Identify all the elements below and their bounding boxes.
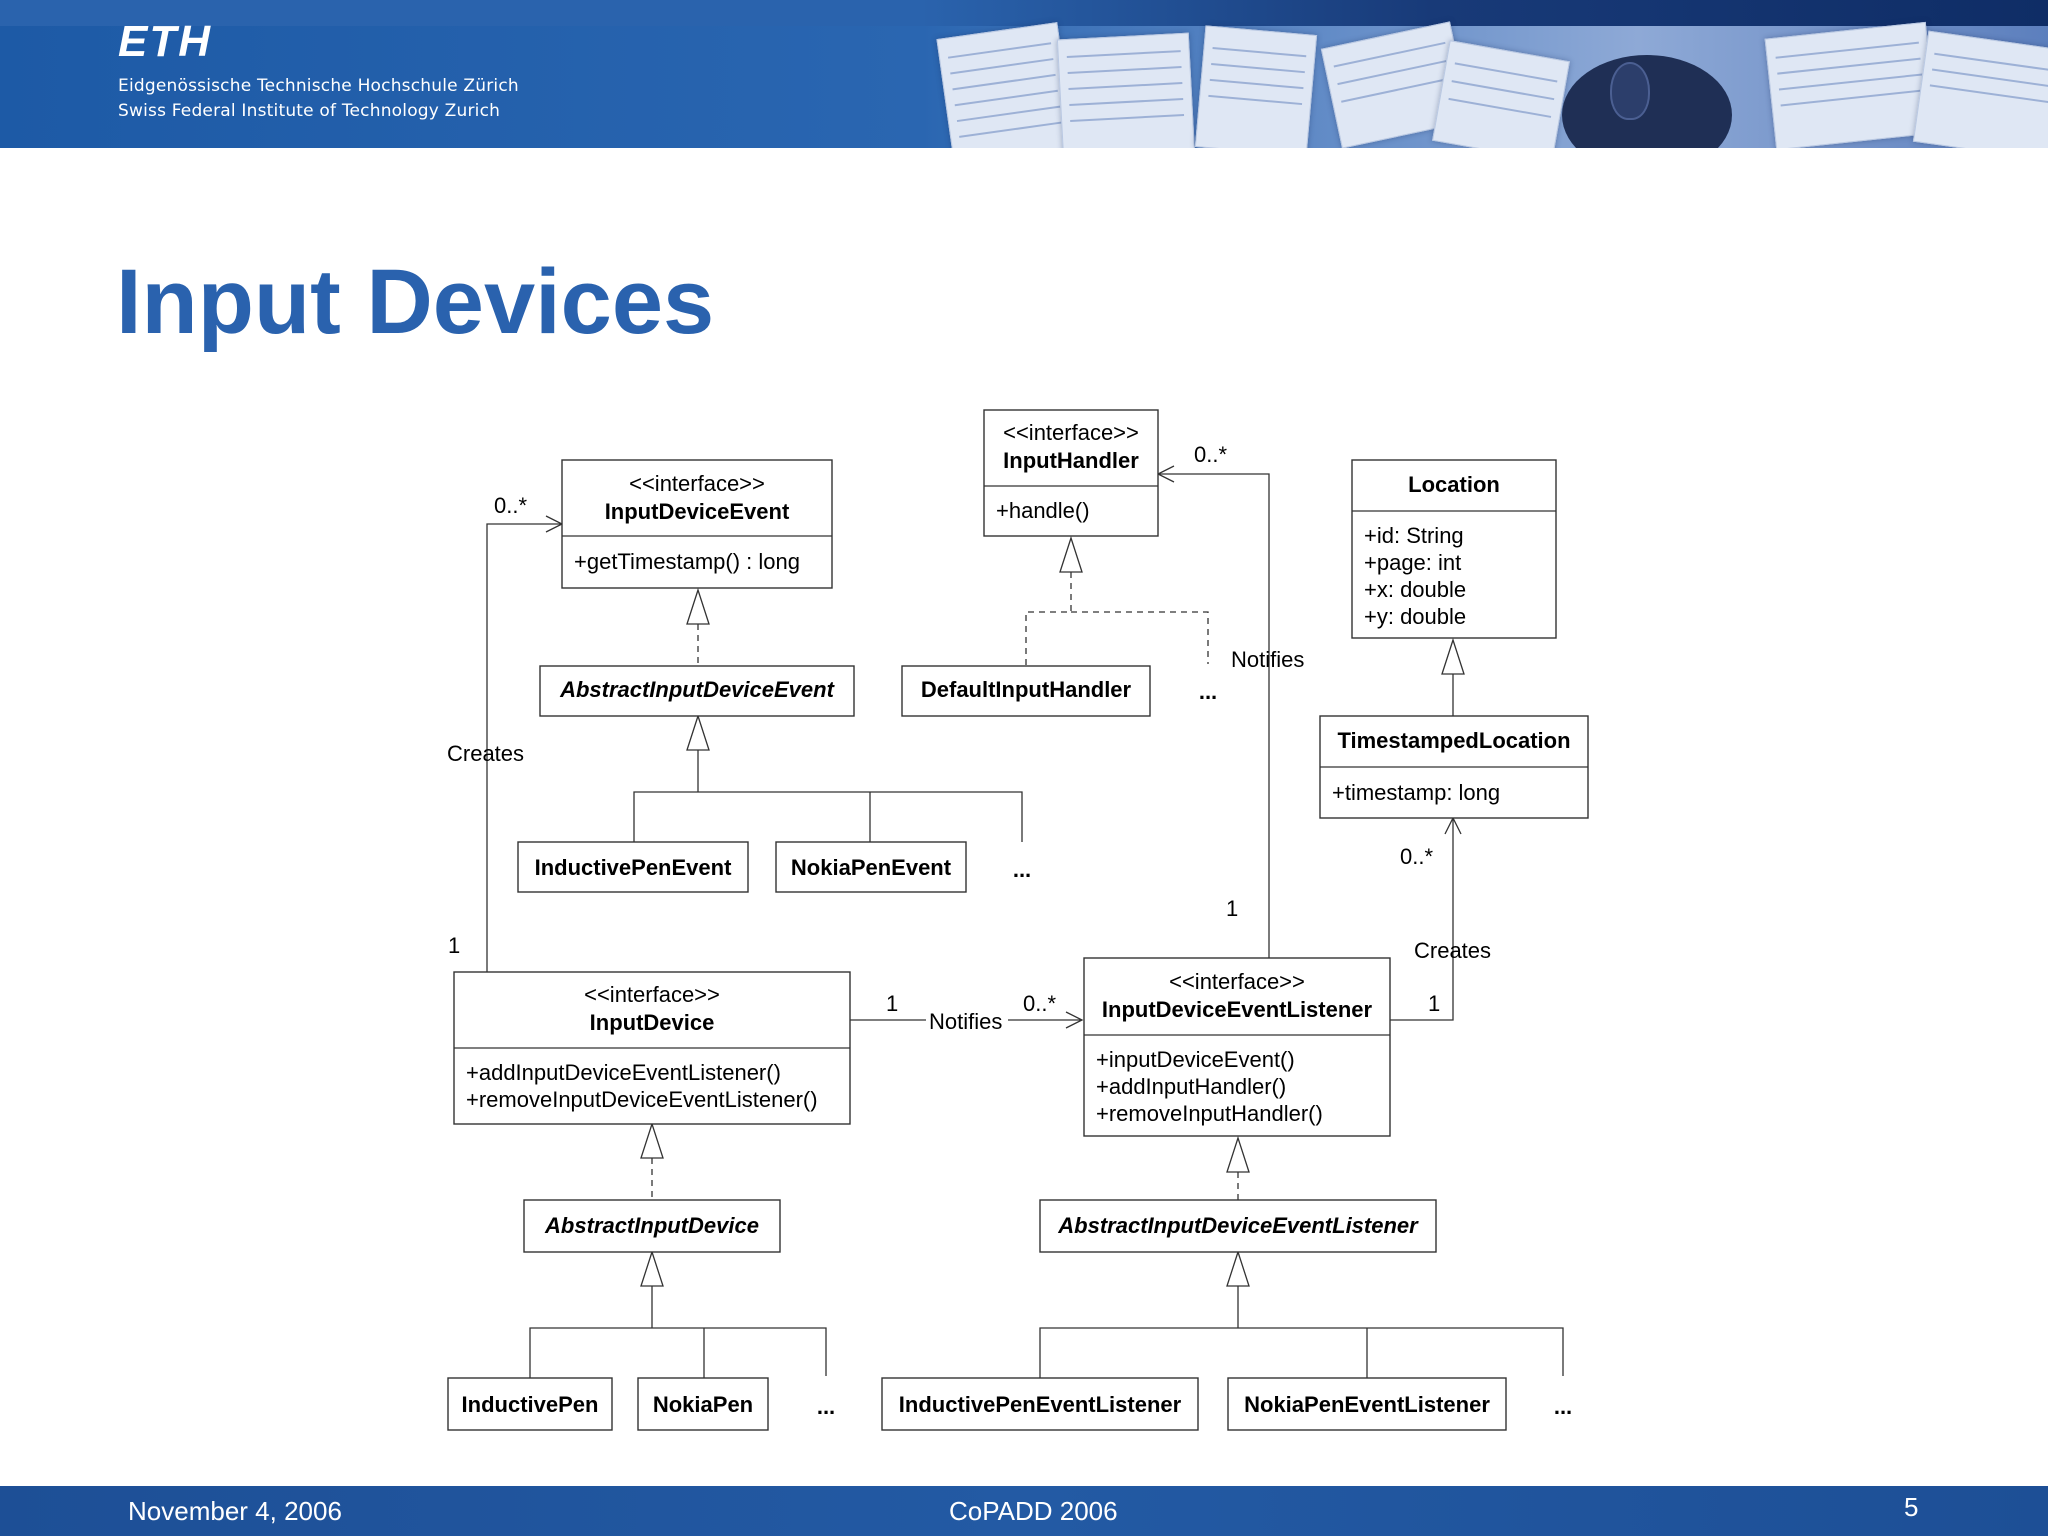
class-abstract-input-device: AbstractInputDevice xyxy=(523,1199,781,1253)
institution-name-de: Eidgenössische Technische Hochschule Zür… xyxy=(118,76,519,96)
class-nokia-pen-event-listener: NokiaPenEventListener xyxy=(1227,1377,1507,1431)
footer-date: November 4, 2006 xyxy=(128,1496,342,1526)
class-name: InductivePen xyxy=(462,1392,599,1417)
page-number: 5 xyxy=(1904,1492,1919,1522)
label-background xyxy=(926,1006,1008,1032)
class-name: AbstractInputDeviceEvent xyxy=(559,677,836,702)
institution-name-en: Swiss Federal Institute of Technology Zu… xyxy=(118,101,501,121)
generalization-tree-listeners xyxy=(1039,1327,1564,1378)
eth-logo: ETH xyxy=(118,17,212,66)
multiplicity-label: 0..* xyxy=(1023,991,1056,1016)
class-name: Location xyxy=(1408,472,1500,497)
method-label: +inputDeviceEvent() xyxy=(1096,1047,1295,1072)
association-labels: 0..* Creates 1 0..* Notifies 1 1 Notifie… xyxy=(447,442,1491,1034)
attribute-label: +page: int xyxy=(1364,550,1461,575)
class-default-input-handler: DefaultInputHandler xyxy=(901,665,1151,717)
class-nokia-pen-event: NokiaPenEvent xyxy=(775,841,967,893)
realization-arrowhead xyxy=(640,1121,664,1159)
class-name: NokiaPenEventListener xyxy=(1244,1392,1490,1417)
class-input-device-event-listener: <<interface>> InputDeviceEventListener +… xyxy=(1083,957,1391,1137)
generalization-tree-devices xyxy=(529,1327,827,1378)
association-label-creates: Creates xyxy=(1414,938,1491,963)
connectors xyxy=(486,465,1564,1378)
more-events-ellipsis: ... xyxy=(1013,857,1031,882)
class-input-device-event: <<interface>> InputDeviceEvent +getTimes… xyxy=(561,459,833,589)
more-handlers-ellipsis: ... xyxy=(1199,679,1217,704)
stereotype-label: <<interface>> xyxy=(1003,420,1139,445)
method-label: +addInputHandler() xyxy=(1096,1074,1286,1099)
attribute-label: +x: double xyxy=(1364,577,1466,602)
multiplicity-label: 0..* xyxy=(1194,442,1227,467)
class-input-handler: <<interface>> InputHandler +handle() xyxy=(983,409,1159,537)
footer-bar: November 4, 2006 CoPADD 2006 5 xyxy=(0,1486,2048,1536)
class-name: InductivePenEvent xyxy=(535,855,733,880)
banner-mouse-icon xyxy=(1610,62,1650,120)
class-name: AbstractInputDeviceEventListener xyxy=(1057,1213,1419,1238)
class-location: Location +id: String +page: int +x: doub… xyxy=(1351,459,1557,639)
stereotype-label: <<interface>> xyxy=(1169,969,1305,994)
generalization-arrowhead xyxy=(686,713,710,751)
realization-more-handlers xyxy=(1071,611,1209,664)
class-name: InputDeviceEvent xyxy=(605,499,790,524)
generalization-arrowhead xyxy=(1441,637,1465,675)
attribute-label: +y: double xyxy=(1364,604,1466,629)
association-creates-events xyxy=(486,523,562,972)
multiplicity-label: 1 xyxy=(1226,896,1238,921)
class-abstract-input-device-event: AbstractInputDeviceEvent xyxy=(539,665,855,717)
association-label-creates: Creates xyxy=(447,741,524,766)
association-creates-locations xyxy=(1390,818,1454,1021)
association-notifies-handlers xyxy=(1158,473,1270,958)
multiplicity-label: 1 xyxy=(1428,991,1440,1016)
realization-arrowhead xyxy=(1226,1135,1250,1173)
class-name: TimestampedLocation xyxy=(1337,728,1570,753)
stereotype-label: <<interface>> xyxy=(629,471,765,496)
class-name: NokiaPen xyxy=(653,1392,753,1417)
multiplicity-label: 1 xyxy=(448,933,460,958)
realization-arrowhead xyxy=(1059,535,1083,573)
class-name: InductivePenEventListener xyxy=(899,1392,1182,1417)
generalization-arrowhead xyxy=(640,1249,664,1287)
class-input-device: <<interface>> InputDevice +addInputDevic… xyxy=(453,971,851,1125)
class-timestamped-location: TimestampedLocation +timestamp: long xyxy=(1319,715,1589,819)
method-label: +addInputDeviceEventListener() xyxy=(466,1060,781,1085)
attribute-label: +timestamp: long xyxy=(1332,780,1500,805)
header-banner: ETH Eidgenössische Technische Hochschule… xyxy=(0,0,2048,148)
slide-title: Input Devices xyxy=(116,251,715,353)
multiplicity-label: 0..* xyxy=(1400,844,1433,869)
realization-arrowhead xyxy=(686,587,710,625)
multiplicity-label: 1 xyxy=(886,991,898,1016)
class-name: AbstractInputDevice xyxy=(544,1213,759,1238)
more-devices-ellipsis: ... xyxy=(817,1394,835,1419)
banner-top-bar xyxy=(0,0,2048,26)
multiplicity-label: 0..* xyxy=(494,493,527,518)
generalization-tree-events xyxy=(633,791,1023,842)
class-inductive-pen: InductivePen xyxy=(447,1377,613,1431)
realization-default-input-handler xyxy=(1025,572,1072,666)
association-arrowhead xyxy=(1065,1011,1084,1029)
association-label-notifies: Notifies xyxy=(929,1009,1002,1034)
method-label: +getTimestamp() : long xyxy=(574,549,800,574)
generalization-arrowhead xyxy=(1226,1249,1250,1287)
attribute-label: +id: String xyxy=(1364,523,1464,548)
class-name: InputHandler xyxy=(1003,448,1139,473)
class-abstract-input-device-event-listener: AbstractInputDeviceEventListener xyxy=(1039,1199,1437,1253)
class-inductive-pen-event: InductivePenEvent xyxy=(517,841,749,893)
more-listeners-ellipsis: ... xyxy=(1554,1394,1572,1419)
class-name: InputDeviceEventListener xyxy=(1102,997,1373,1022)
class-nokia-pen: NokiaPen xyxy=(637,1377,769,1431)
method-label: +handle() xyxy=(996,498,1090,523)
class-inductive-pen-event-listener: InductivePenEventListener xyxy=(881,1377,1199,1431)
stereotype-label: <<interface>> xyxy=(584,982,720,1007)
footer-event: CoPADD 2006 xyxy=(949,1496,1118,1526)
class-name: InputDevice xyxy=(590,1010,715,1035)
method-label: +removeInputHandler() xyxy=(1096,1101,1323,1126)
association-label-notifies: Notifies xyxy=(1231,647,1304,672)
class-name: NokiaPenEvent xyxy=(791,855,952,880)
method-label: +removeInputDeviceEventListener() xyxy=(466,1087,818,1112)
class-name: DefaultInputHandler xyxy=(921,677,1132,702)
